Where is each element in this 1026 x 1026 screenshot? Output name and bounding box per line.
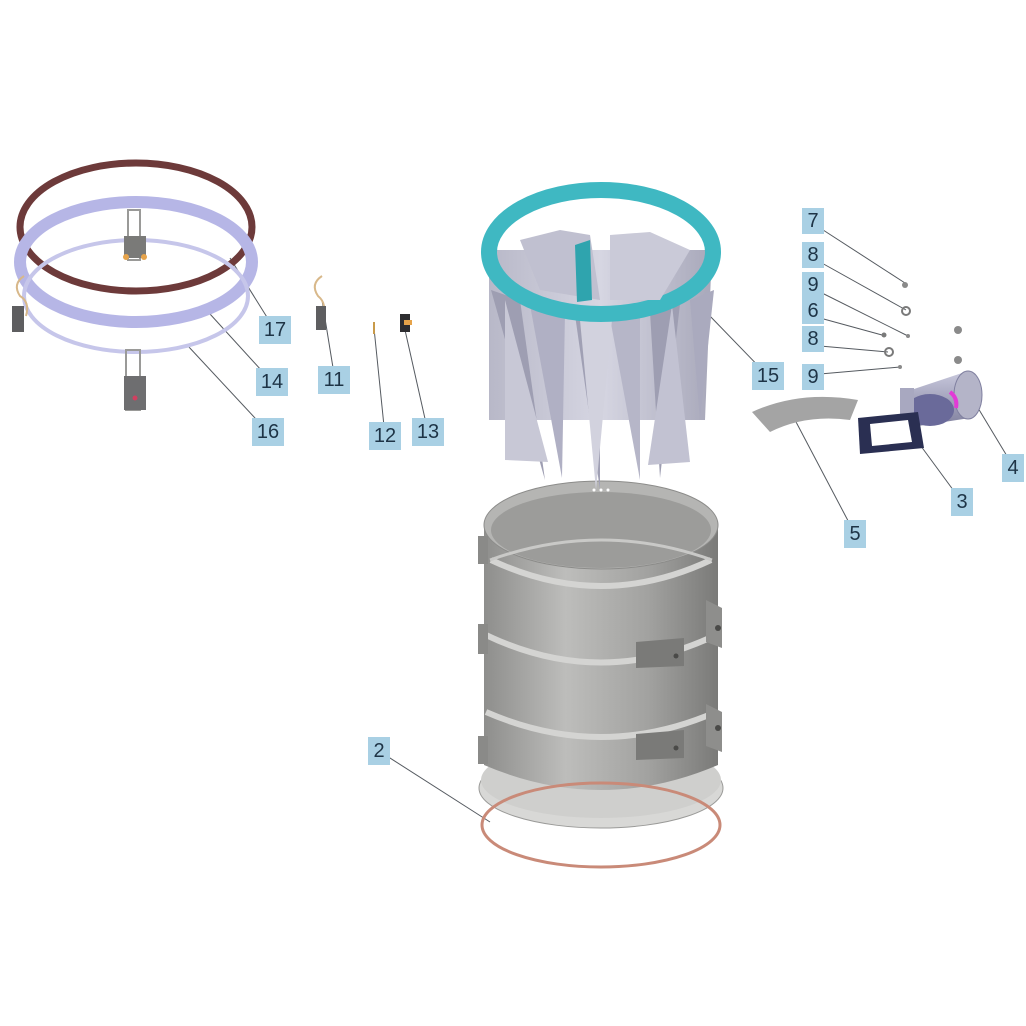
leader-9b — [819, 366, 901, 375]
callout-15-text: 15 — [757, 365, 779, 387]
callout-15: 15 — [752, 362, 784, 390]
callout-3: 3 — [951, 488, 973, 516]
callout-8b-text: 8 — [807, 328, 818, 350]
callout-13-text: 13 — [417, 421, 439, 443]
callout-7: 7 — [802, 208, 824, 234]
callout-7-text: 7 — [807, 210, 818, 232]
hook-latch-11 — [313, 275, 326, 330]
callout-14-text: 14 — [261, 371, 283, 393]
flange-gasket — [858, 412, 924, 454]
callout-9a-text: 9 — [807, 274, 818, 296]
callout-4: 4 — [1002, 454, 1024, 482]
leader-6 — [819, 317, 883, 336]
curved-plate-5 — [752, 396, 858, 432]
callout-9a: 9 — [802, 272, 824, 298]
callout-2-text: 2 — [373, 740, 384, 762]
bottom-seal-ring — [480, 781, 722, 869]
leader-5 — [794, 419, 856, 535]
callout-4-text: 4 — [1007, 457, 1018, 479]
leader-13 — [404, 329, 429, 433]
callout-2: 2 — [368, 737, 390, 765]
leader-16 — [187, 345, 269, 433]
callout-9b-text: 9 — [807, 366, 818, 388]
leader-7 — [819, 227, 906, 284]
callout-11-text: 11 — [324, 369, 345, 391]
callout-12-text: 12 — [374, 425, 396, 447]
callout-6-text: 6 — [807, 300, 818, 322]
callout-6: 6 — [802, 298, 824, 324]
leader-8a — [819, 261, 907, 311]
top-gasket-ring — [16, 159, 256, 295]
callout-8a: 8 — [802, 242, 824, 268]
callout-5-text: 5 — [849, 523, 860, 545]
drum-body — [478, 480, 724, 829]
leader-9a — [819, 291, 909, 337]
callout-16-text: 16 — [257, 421, 279, 443]
leader-12 — [373, 327, 386, 437]
leader-8b — [819, 345, 889, 353]
callout-14: 14 — [256, 368, 288, 396]
callout-13: 13 — [412, 418, 444, 446]
clamp-ring — [14, 196, 258, 328]
callout-5: 5 — [844, 520, 866, 548]
leader-2 — [378, 750, 491, 823]
callout-17: 17 — [259, 316, 291, 344]
callout-17-text: 17 — [264, 319, 286, 341]
callout-12: 12 — [369, 422, 401, 450]
callout-3-text: 3 — [956, 491, 967, 513]
callout-8b: 8 — [802, 326, 824, 352]
ring-clamp-hardware — [12, 209, 147, 411]
callout-16: 16 — [252, 418, 284, 446]
fasteners-group — [881, 282, 962, 369]
clip-13 — [400, 314, 412, 332]
filter-cartridge — [481, 182, 721, 492]
callout-9b: 9 — [802, 364, 824, 390]
callout-11: 11 — [318, 366, 350, 394]
callout-8a-text: 8 — [807, 244, 818, 266]
